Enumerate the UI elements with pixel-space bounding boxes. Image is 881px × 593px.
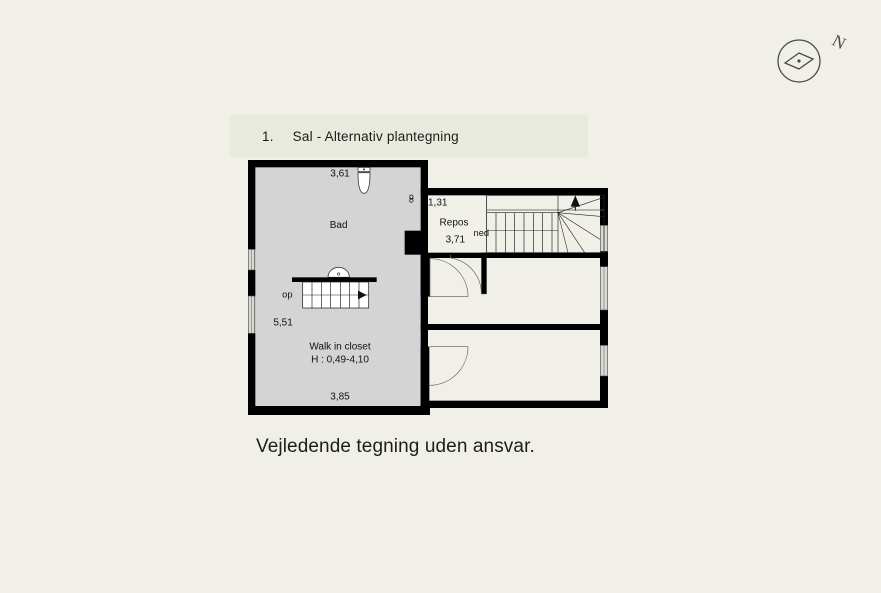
wall-repos-spur bbox=[481, 252, 487, 294]
window-left-upper bbox=[248, 248, 256, 271]
room-fill-right-block bbox=[423, 192, 604, 408]
wall-stair-bottom bbox=[486, 252, 604, 258]
room-label-repos: Repos bbox=[440, 217, 469, 228]
wall-bottom-right bbox=[420, 400, 608, 408]
window-left-lower bbox=[248, 295, 256, 334]
room-label-bad: Bad bbox=[330, 220, 348, 231]
dimension-repos-width: 3,71 bbox=[446, 235, 466, 246]
wall-between-right-rooms bbox=[420, 324, 604, 330]
plan-caption: Vejledende tegning uden ansvar. bbox=[256, 436, 535, 457]
wall-jog-bath bbox=[404, 230, 424, 255]
wall-top-right bbox=[420, 188, 608, 196]
compass-rose-icon: N bbox=[777, 31, 849, 83]
room-label-walk-in-closet: Walk in closet bbox=[309, 341, 371, 352]
door-repos-upper bbox=[429, 258, 469, 298]
plan-title-banner: 1. Sal - Alternativ plantegning bbox=[230, 115, 588, 157]
stair-up-label: op bbox=[282, 289, 292, 299]
wall-door-stub-lower bbox=[420, 346, 430, 408]
plan-title-index: 1. bbox=[262, 128, 274, 144]
compass-rose: N bbox=[773, 28, 849, 96]
wall-fixture-icon bbox=[409, 194, 414, 203]
stair-up: op bbox=[282, 277, 377, 309]
window-right-lower bbox=[600, 344, 608, 377]
stair-down: ned bbox=[474, 195, 605, 253]
door-lower-right-room bbox=[428, 346, 469, 390]
door-repos-spur bbox=[450, 254, 485, 295]
wall-divider-upper bbox=[420, 160, 428, 260]
sink-icon bbox=[327, 267, 350, 278]
wall-top-left bbox=[248, 160, 428, 168]
dimension-right-upper: 1,31 bbox=[428, 197, 448, 208]
dimension-top-width: 3,61 bbox=[330, 169, 350, 180]
svg-text:N: N bbox=[829, 31, 849, 54]
dimension-bottom-width: 3,85 bbox=[330, 391, 350, 402]
window-right-middle bbox=[600, 266, 608, 311]
stair-down-arrow-icon bbox=[570, 195, 580, 207]
room-height-walk-in-closet: H : 0,49-4,10 bbox=[311, 355, 369, 366]
toilet-icon bbox=[357, 166, 371, 194]
floorplan: op ned bbox=[248, 160, 608, 415]
compass-north-label: N bbox=[829, 31, 849, 54]
dimension-left-height: 5,51 bbox=[273, 317, 293, 328]
stair-up-arrow-icon bbox=[358, 290, 367, 300]
plan-title-text: Sal - Alternativ plantegning bbox=[292, 128, 459, 144]
stair-up-landing-edge bbox=[292, 277, 377, 282]
wall-bottom-left bbox=[248, 406, 430, 415]
stair-down-label: ned bbox=[474, 228, 490, 238]
wall-door-stub-upper bbox=[420, 258, 430, 297]
wall-repos-bottom-left bbox=[428, 252, 487, 258]
wall-left-outer bbox=[248, 160, 256, 415]
